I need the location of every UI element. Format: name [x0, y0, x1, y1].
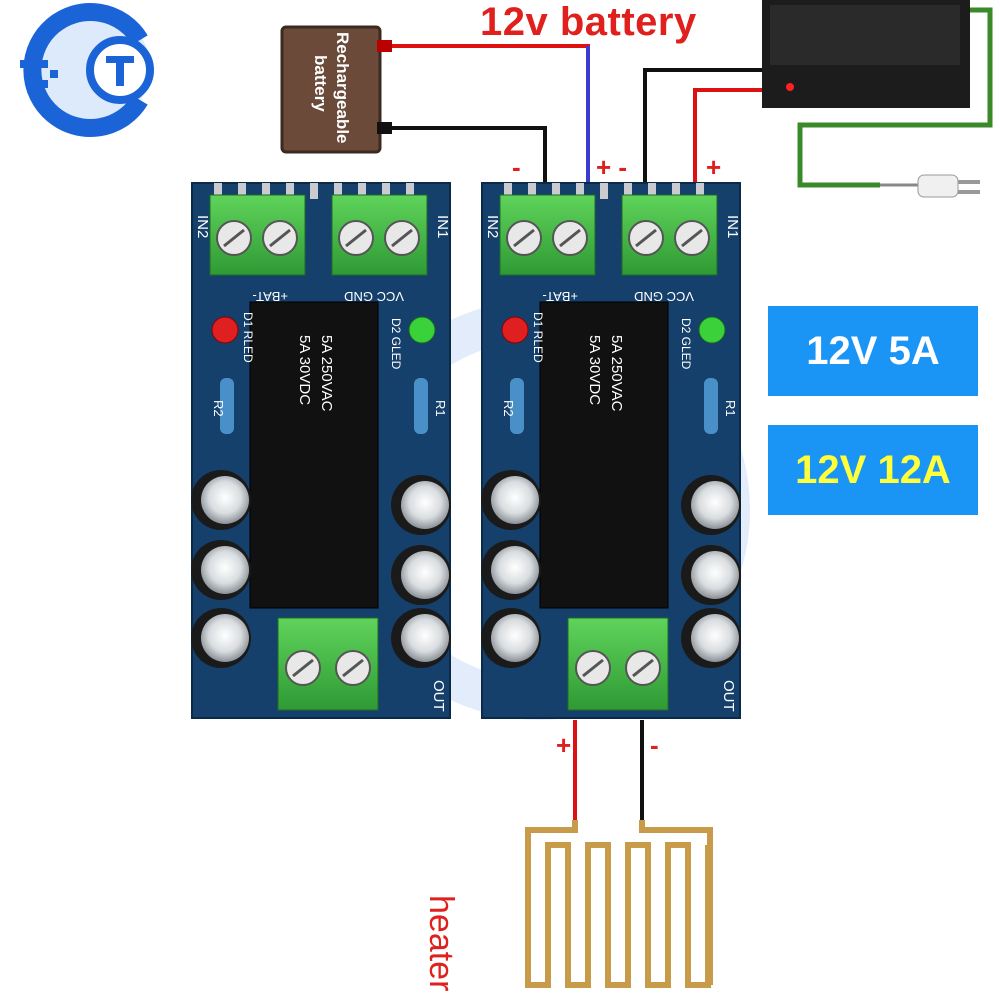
red-led — [501, 316, 529, 344]
relay-board-right: IN2 IN1 +BAT- VCC GND 5A 250VAC 5A 30VDC D1 RL… — [481, 182, 741, 719]
polarity-heater-minus: - — [650, 730, 659, 760]
relay-rating-2: 5A 30VDC — [296, 335, 313, 405]
resistor-r2 — [220, 378, 234, 434]
resistor-r1 — [414, 378, 428, 434]
relay-board-left: IN2 IN1 +BAT- VCC GND 5A 250VAC 5A 30VDC D1 RL… — [191, 182, 451, 719]
polarity-battery-plus-minus: + - — [596, 152, 628, 182]
input-terminal-in1 — [621, 194, 718, 276]
polarity-battery-minus: - — [512, 152, 521, 182]
input-terminal-in1 — [331, 194, 428, 276]
diagram-title: 12v battery — [480, 0, 697, 44]
relay-rating-1: 5A 250VAC — [318, 335, 335, 412]
resistor-r2 — [510, 378, 524, 434]
label-d2: D2 GLED — [389, 318, 403, 370]
input-terminal-in2 — [209, 194, 306, 276]
label-r2: R2 — [501, 400, 516, 417]
red-led — [211, 316, 239, 344]
output-terminal — [567, 617, 669, 711]
label-in1: IN1 — [724, 215, 741, 238]
spec-12a-badge: 12V 12A — [768, 425, 978, 515]
output-terminal — [277, 617, 379, 711]
relay — [539, 301, 669, 609]
label-vcc-gnd: VCC GND — [634, 289, 694, 304]
label-bat: +BAT- — [252, 289, 288, 304]
label-r1: R1 — [723, 400, 738, 417]
label-bat: +BAT- — [542, 289, 578, 304]
heater-label: heater — [422, 895, 460, 992]
mains-plug — [917, 174, 980, 198]
polarity-supply-plus: + — [706, 152, 722, 182]
label-in2: IN2 — [484, 215, 501, 238]
label-d2: D2 GLED — [679, 318, 693, 370]
resistor-r1 — [704, 378, 718, 434]
input-terminal-in2 — [499, 194, 596, 276]
label-out: OUT — [430, 680, 447, 712]
label-in1: IN1 — [434, 215, 451, 238]
label-r1: R1 — [433, 400, 448, 417]
relay — [249, 301, 379, 609]
polarity-heater-plus: + — [556, 730, 572, 760]
rechargeable-battery: Rechargeable battery — [280, 25, 392, 154]
relay-rating-2: 5A 30VDC — [586, 335, 603, 405]
heater-element — [525, 820, 713, 988]
brand-logo — [20, 3, 154, 137]
label-vcc-gnd: VCC GND — [344, 289, 404, 304]
12v-battery-pack — [762, 0, 970, 108]
green-led — [408, 316, 436, 344]
label-r2: R2 — [211, 400, 226, 417]
spec-5a-badge: 12V 5A — [768, 306, 978, 396]
relay-rating-1: 5A 250VAC — [608, 335, 625, 412]
label-in2: IN2 — [194, 215, 211, 238]
label-d1: D1 RLED — [531, 312, 545, 363]
battery-label-line1: Rechargeable — [333, 32, 352, 144]
wires — [392, 7, 993, 820]
label-out: OUT — [720, 680, 737, 712]
green-led — [698, 316, 726, 344]
label-d1: D1 RLED — [241, 312, 255, 363]
battery-label-line2: battery — [311, 55, 330, 112]
